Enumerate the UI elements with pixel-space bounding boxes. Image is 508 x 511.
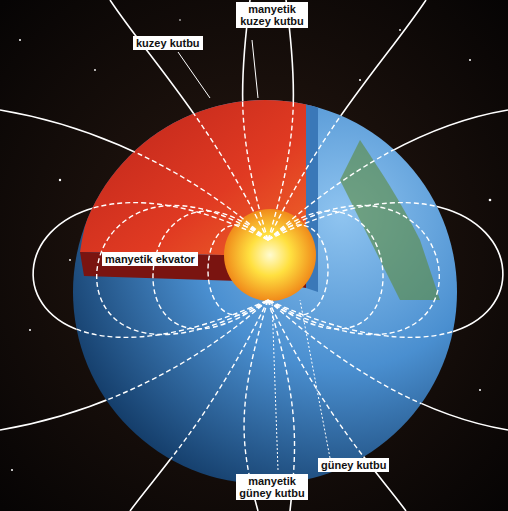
pole-label: kuzey kutbu <box>133 36 203 50</box>
equator-label: manyetik ekvator <box>102 252 198 266</box>
pole-label: manyetik güney kutbu <box>236 474 308 500</box>
pole-label: manyetik kuzey kutbu <box>236 2 308 28</box>
pole-label: güney kutbu <box>318 458 389 472</box>
